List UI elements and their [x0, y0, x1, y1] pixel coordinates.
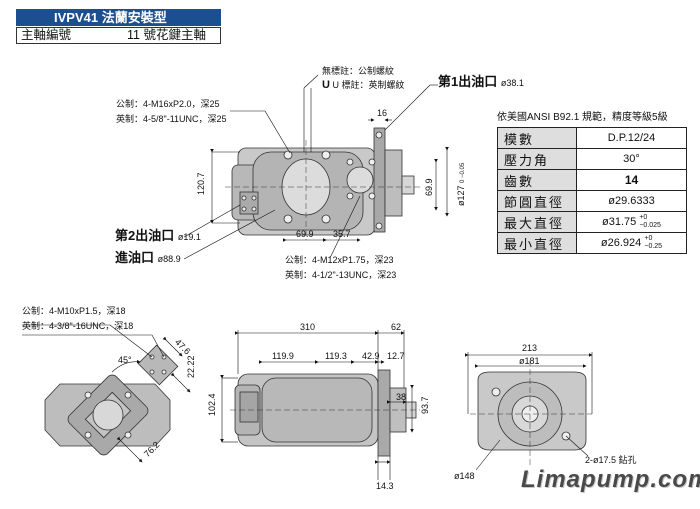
imperial-thread-mid: 英制：4-1/2"-13UNC，深23 [285, 270, 397, 280]
dim-14-3: 14.3 [376, 481, 394, 491]
side-dimension-lines [22, 324, 191, 463]
spec-table-title: 依美國ANSI B92.1 規範，精度等級5級 [497, 112, 668, 123]
shaft-number-label: 主軸編號 [21, 28, 72, 42]
u-mark-note: U U 標註：英制螺紋 [322, 79, 405, 91]
shaft-number-value: 11 號花鍵主軸 [127, 28, 206, 42]
page-title: IVPV41 法蘭安裝型 [16, 9, 221, 26]
side-port-view [44, 344, 179, 456]
top-pump-view [225, 127, 420, 240]
imperial-thread-side: 英制：4-3/8"-16UNC，深18 [22, 321, 134, 331]
no-mark-note: 無標註：公制螺紋 [322, 66, 395, 76]
dim-42-9: 42.9 [362, 351, 380, 361]
dim-22-22: 22.22 [186, 355, 196, 378]
dim-127-dia: ø127 0 −0.05 [456, 162, 466, 206]
metric-thread-side: 公制：4-M10xP1.5，深18 [22, 306, 126, 316]
inlet-label: 進油口 ø88.9 [115, 250, 181, 265]
dim-181-dia: ø181 [519, 356, 540, 366]
dim-310: 310 [300, 322, 316, 332]
dim-69-9-horizontal: 69.9 [296, 229, 314, 239]
elevation-dimension-lines [220, 330, 414, 480]
front-flange-view [470, 360, 592, 468]
imperial-thread-top: 英制：4-5/8"-11UNC，深25 [116, 114, 227, 124]
outlet-1-label: 第1出油口 ø38.1 [438, 74, 524, 89]
top-dimension-lines [183, 74, 449, 260]
shaft-number-box: 主軸編號 11 號花鍵主軸 [16, 27, 221, 44]
dim-45-degree: 45° [118, 355, 132, 365]
outlet-2-label: 第2出油口 ø19.1 [115, 228, 201, 243]
side-elevation-view [230, 369, 420, 457]
dim-35-7: 35.7 [333, 229, 351, 239]
dim-12-7: 12.7 [387, 351, 405, 361]
dim-119-9: 119.9 [272, 351, 294, 361]
dim-69-9-vertical: 69.9 [424, 178, 434, 196]
dim-16: 16 [377, 108, 388, 118]
front-dimension-lines [465, 352, 593, 471]
dim-102-4: 102.4 [207, 393, 217, 416]
dim-62: 62 [391, 322, 402, 332]
dim-120-7: 120.7 [196, 172, 206, 195]
metric-thread-top: 公制：4-M16xP2.0，深25 [116, 99, 220, 109]
drill-holes-note: 2-ø17.5 鉆孔 [585, 455, 637, 465]
dim-38: 38 [396, 392, 407, 402]
dim-213: 213 [522, 343, 538, 353]
dim-93-7: 93.7 [420, 396, 430, 414]
metric-thread-mid: 公制：4-M12xP1.75，深23 [285, 255, 394, 265]
brand-watermark: Limapump.com [521, 466, 700, 493]
dim-119-3: 119.3 [325, 351, 347, 361]
dim-148-dia: ø148 [454, 471, 475, 481]
